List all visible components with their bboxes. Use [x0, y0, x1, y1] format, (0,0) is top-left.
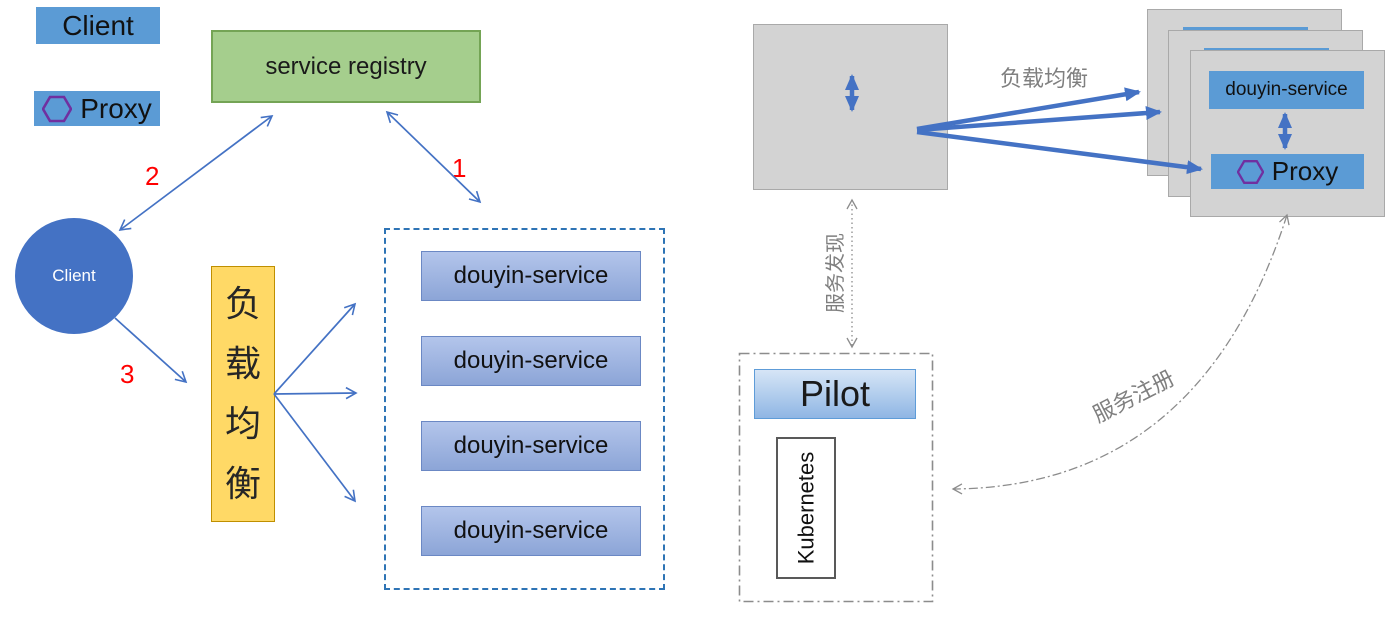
right-client-proxy-box: Proxy — [34, 91, 160, 126]
proxy-label: Proxy — [80, 92, 152, 124]
arrow-proxy-pod-back — [916, 87, 1141, 132]
kubernetes-label: Kubernetes — [793, 451, 818, 565]
service-pod-card-front: douyin-service Proxy — [1190, 50, 1385, 217]
arrow-client-registry — [118, 115, 274, 231]
right-douyin-service-box: douyin-service — [1209, 71, 1364, 109]
load-balancer-box: 负载均衡 — [211, 266, 275, 522]
service-instances-container — [384, 228, 665, 590]
arrow-loadbalancer-service-2 — [273, 386, 358, 400]
arrow-proxy-pod-middle — [916, 106, 1162, 133]
douyin-service-box-3: douyin-service — [421, 421, 641, 471]
right-service-proxy-box: Proxy — [1211, 154, 1364, 189]
proxy-label: Proxy — [1271, 156, 1339, 186]
load-balancer-label: 负载均衡 — [224, 283, 261, 504]
proxy-hexagon-icon — [42, 95, 73, 122]
douyin-service-box-4: douyin-service — [421, 506, 641, 556]
service-discovery-label: 服务发现 — [825, 233, 847, 313]
arrow-service-registration — [951, 213, 1290, 495]
arrow-loadbalancer-service-3 — [273, 393, 357, 503]
arrow-loadbalancer-service-1 — [273, 302, 357, 395]
douyin-service-box-1: douyin-service — [421, 251, 641, 301]
kubernetes-box: Kubernetes — [776, 437, 836, 579]
load-balancing-arrow-label: 负载均衡 — [999, 66, 1088, 91]
client-circle: Client — [15, 218, 133, 334]
right-client-box: Client — [36, 7, 160, 44]
service-registration-label: 服务注册 — [1088, 365, 1179, 428]
service-registry-box: service registry — [211, 30, 481, 103]
proxy-hexagon-icon — [1236, 159, 1264, 184]
step-label-3: 3 — [120, 359, 135, 389]
client-pod-card — [753, 24, 948, 190]
douyin-service-box-2: douyin-service — [421, 336, 641, 386]
step-label-1: 1 — [452, 153, 467, 183]
step-label-2: 2 — [145, 161, 160, 191]
pilot-box: Pilot — [754, 369, 916, 419]
